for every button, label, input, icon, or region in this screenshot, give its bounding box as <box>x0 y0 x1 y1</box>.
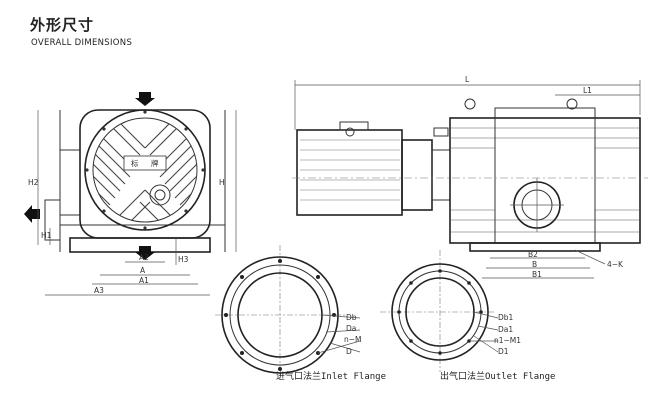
page-title: 外形尺寸 <box>30 16 95 34</box>
side-view: 标 牌 A A1 A2 A3 H H1 H2 H3 <box>24 92 237 296</box>
dim-B2: B2 <box>528 250 538 259</box>
dim-K: 4−K <box>607 260 624 269</box>
pump-housing <box>79 109 211 239</box>
outlet-dim-n1M1: n1−M1 <box>494 336 521 345</box>
dim-B1: B1 <box>532 270 542 279</box>
dim-L1: L1 <box>583 86 592 95</box>
nameplate-char-2: 牌 <box>151 158 159 168</box>
inlet-dim-Da: Da <box>346 324 356 333</box>
outlet-flange: Db1 Da1 n1−M1 D1 出气口法兰Outlet Flange <box>380 250 555 382</box>
inlet-arrow-icon <box>135 92 155 106</box>
dim-A2: A2 <box>139 253 149 262</box>
inlet-flange-caption: 进气口法兰Inlet Flange <box>276 370 386 382</box>
outlet-arrow-icon <box>135 246 155 260</box>
front-view: L L1 <box>292 75 648 279</box>
coupling <box>401 139 433 211</box>
pump-body <box>449 117 641 244</box>
inlet-dim-Db: Db <box>346 313 357 322</box>
dim-L: L <box>465 75 470 84</box>
inlet-dim-D: D <box>346 347 352 356</box>
left-arrow-icon <box>24 205 40 223</box>
dim-H3: H3 <box>178 255 189 264</box>
dim-H2: H2 <box>28 178 39 187</box>
inlet-dim-nM: n−M <box>344 335 362 344</box>
nameplate <box>123 155 167 171</box>
dim-B: B <box>532 260 537 269</box>
outlet-dim-D1: D1 <box>498 347 509 356</box>
motor-body <box>296 129 403 216</box>
dim-A1: A1 <box>139 276 149 285</box>
dim-A: A <box>140 266 146 275</box>
dim-H: H <box>219 178 225 187</box>
rotor-casing <box>84 109 206 231</box>
dim-H1: H1 <box>41 231 52 240</box>
outlet-dim-Db1: Db1 <box>498 313 514 322</box>
outlet-dim-Da1: Da1 <box>498 325 513 334</box>
page-subtitle: OVERALL DIMENSIONS <box>31 38 133 48</box>
outlet-flange-caption: 出气口法兰Outlet Flange <box>440 370 555 382</box>
dim-A3: A3 <box>94 286 104 295</box>
inlet-flange: Db Da n−M D 进气口法兰Inlet Flange <box>215 245 386 382</box>
nameplate-char-1: 标 <box>131 158 139 168</box>
